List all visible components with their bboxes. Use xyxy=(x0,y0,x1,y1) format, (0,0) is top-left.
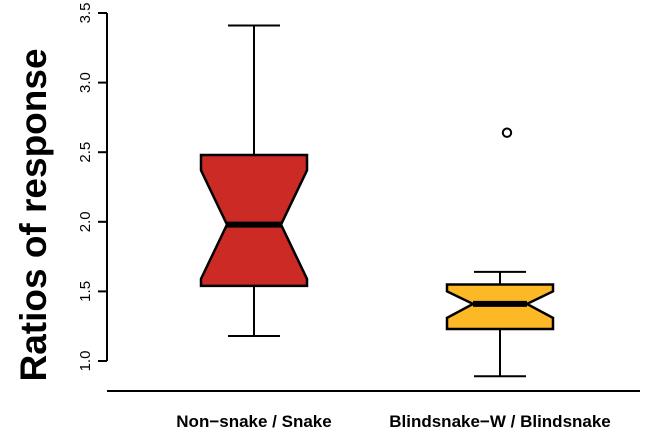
y-tick-label: 2.5 xyxy=(77,142,94,163)
y-tick-label: 1.0 xyxy=(77,351,94,372)
y-tick-label: 2.0 xyxy=(77,211,94,232)
y-tick-label: 1.5 xyxy=(77,281,94,302)
y-tick-label: 3.5 xyxy=(77,3,94,24)
outlier-point xyxy=(501,127,513,138)
x-category-label: Non−snake / Snake xyxy=(176,412,331,431)
y-axis-label: Ratios of response xyxy=(13,48,54,381)
x-category-label: Blindsnake−W / Blindsnake xyxy=(389,412,611,431)
notched-box xyxy=(199,153,309,288)
y-tick-label: 3.0 xyxy=(77,72,94,93)
